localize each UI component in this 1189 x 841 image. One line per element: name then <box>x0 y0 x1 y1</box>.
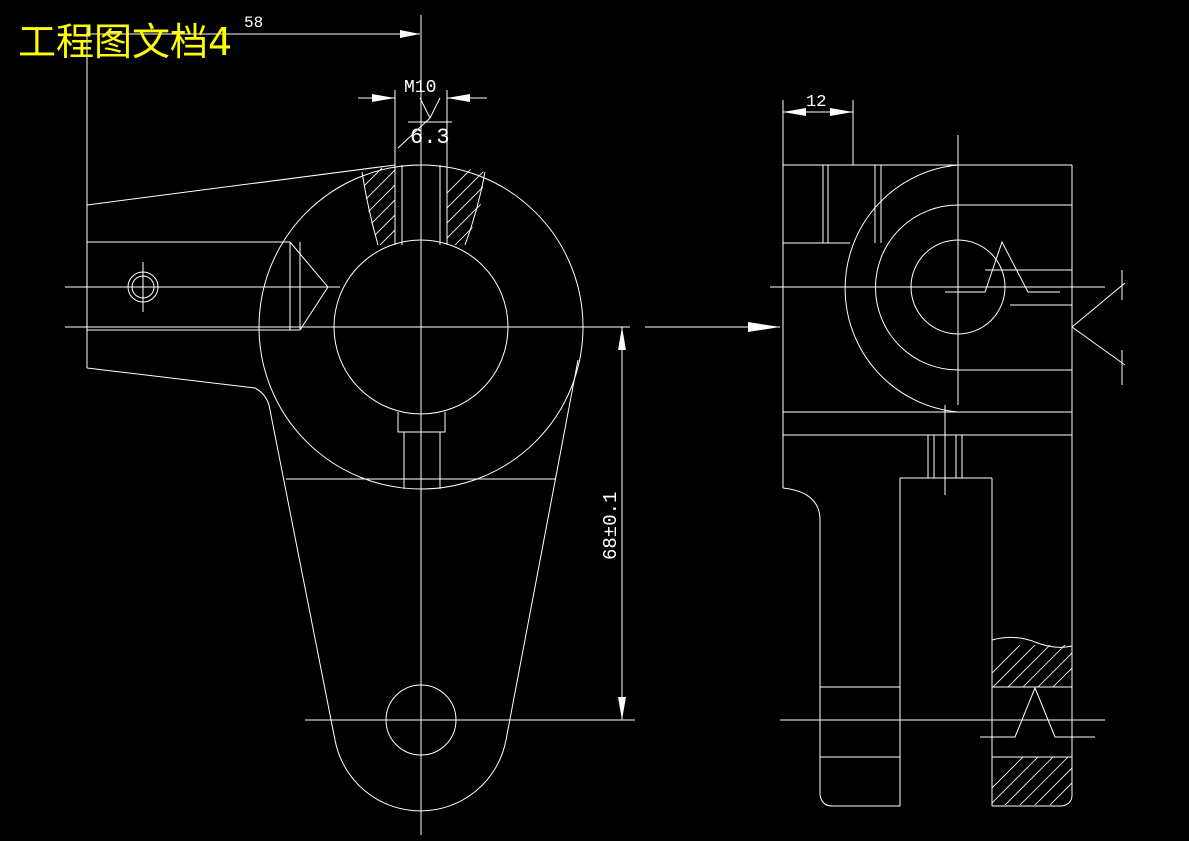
side-hatch-upper <box>992 645 1072 687</box>
section-hatch-left <box>362 165 395 245</box>
dim-side-width: 12 <box>806 93 826 112</box>
side-view: 12 <box>770 93 1126 807</box>
section-hatch-right <box>447 165 485 245</box>
dim-center-distance: 68±0.1 <box>600 492 622 560</box>
roughness-value: 6.3 <box>410 125 450 150</box>
side-hatch-lower <box>992 757 1072 805</box>
dim-top-width: 58 <box>244 14 263 32</box>
dim-thread: M10 <box>404 78 436 98</box>
drawing-title: 工程图文档4 <box>18 20 233 64</box>
front-view: 58 M10 6.3 68±0.1 <box>65 14 635 835</box>
projection-arrow <box>748 322 780 332</box>
